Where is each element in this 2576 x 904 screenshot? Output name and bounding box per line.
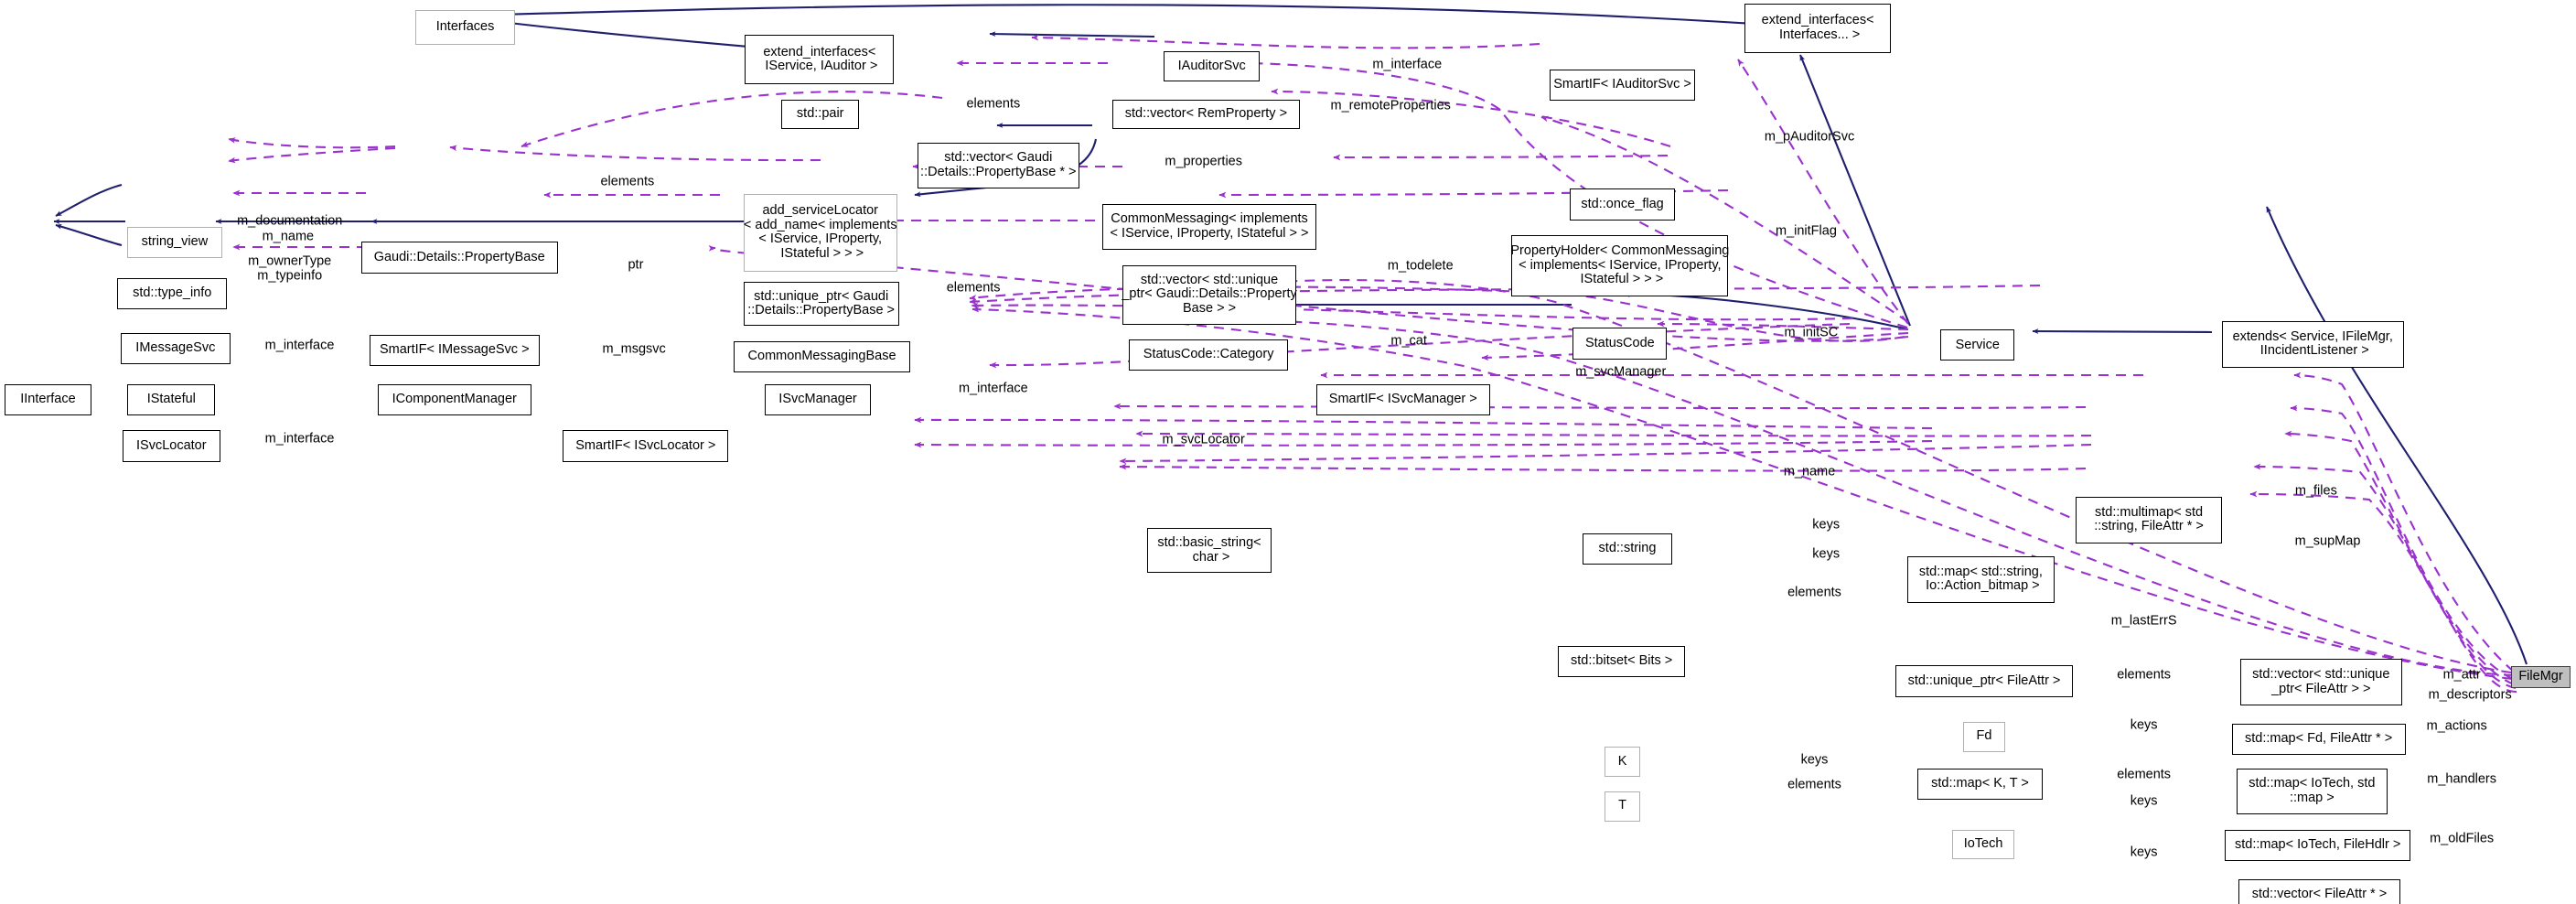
edge-label-m-name: m_name [1783, 464, 1836, 479]
class-node-filemgr: FileMgr [2511, 666, 2571, 688]
edge-label-m-svcmanager: m_svcManager [1575, 364, 1667, 380]
edge-label-keys: keys [1800, 752, 1829, 768]
class-node-basic-string[interactable]: std::basic_string< char > [1147, 528, 1272, 574]
edge-label-ptr: ptr [628, 257, 644, 273]
edge-label-m-msgsvc: m_msgsvc [602, 341, 666, 357]
class-node-smartif-iauditor[interactable]: SmartIF< IAuditorSvc > [1549, 70, 1696, 102]
class-node-smartif-isvcloc[interactable]: SmartIF< ISvcLocator > [563, 430, 729, 462]
edge-label-m-interface: m_interface [958, 381, 1028, 396]
class-node-t-param[interactable]: T [1604, 791, 1641, 822]
edge-label-m-supmap: m_supMap [2294, 533, 2361, 549]
class-node-k-param[interactable]: K [1604, 747, 1641, 777]
edge-label-elements: elements [1787, 777, 1841, 792]
class-node-map-k-t[interactable]: std::map< K, T > [1916, 768, 2044, 800]
class-node-smartif-isvcmgr[interactable]: SmartIF< ISvcManager > [1315, 383, 1490, 416]
edge-label-m-ownertype: m_ownerType [248, 253, 332, 269]
class-node-std-type-info[interactable]: std::type_info [117, 278, 227, 310]
class-node-bitset-bits[interactable]: std::bitset< Bits > [1557, 645, 1686, 678]
edge-label-m-svclocator: m_svcLocator [1162, 432, 1245, 447]
edge-label-m-interface: m_interface [264, 431, 335, 447]
edge-label-m-initsc: m_initSC [1784, 325, 1839, 340]
edge-label-m-todelete: m_todelete [1387, 258, 1454, 274]
edge-label-m-documentation: m_documentation [237, 213, 343, 229]
class-node-uptr-fileattr[interactable]: std::unique_ptr< FileAttr > [1895, 665, 2073, 697]
class-node-extend-isvc-iaud[interactable]: extend_interfaces< IService, IAuditor > [745, 35, 895, 85]
class-node-interfaces[interactable]: Interfaces [415, 9, 515, 45]
edge-label-keys: keys [1812, 517, 1841, 533]
class-node-iotech[interactable]: IoTech [1951, 829, 2015, 860]
class-node-propertyholder[interactable]: PropertyHolder< CommonMessaging < implem… [1510, 234, 1729, 296]
class-node-std-pair[interactable]: std::pair [781, 99, 860, 130]
class-node-vec-remproperty[interactable]: std::vector< RemProperty > [1112, 99, 1300, 130]
edge-label-m-cat: m_cat [1390, 333, 1427, 349]
edge-label-elements: elements [1787, 585, 1841, 600]
class-node-vec-fileattr-ptr[interactable]: std::vector< FileAttr * > [2238, 878, 2401, 904]
class-node-istateful[interactable]: IStateful [127, 383, 216, 416]
edge-label-m-interface: m_interface [264, 338, 335, 353]
class-node-uptr-gaudi-propb[interactable]: std::unique_ptr< Gaudi ::Details::Proper… [743, 281, 899, 327]
edge-label-keys: keys [2130, 845, 2158, 860]
class-node-iauditorsvc[interactable]: IAuditorSvc [1164, 51, 1261, 81]
edge-label-m-actions: m_actions [2426, 718, 2487, 734]
class-node-iinterface[interactable]: IInterface [5, 383, 91, 416]
edge-label-m-name: m_name [262, 229, 315, 244]
class-node-imessagesvc[interactable]: IMessageSvc [121, 332, 231, 365]
class-node-vec-uptr-gaudi[interactable]: std::vector< std::unique _ptr< Gaudi::De… [1122, 264, 1297, 325]
class-node-isvcmanager[interactable]: ISvcManager [765, 383, 871, 416]
class-node-add-servicelocator[interactable]: add_serviceLocator < add_name< implement… [743, 193, 897, 272]
edge-label-keys: keys [1812, 546, 1841, 562]
edge-label-elements: elements [2117, 767, 2172, 782]
class-node-map-iotech-hdlr[interactable]: std::map< IoTech, FileHdlr > [2225, 829, 2411, 861]
class-node-std-string[interactable]: std::string [1583, 533, 1672, 565]
edge-label-m-handlers: m_handlers [2427, 771, 2497, 787]
class-node-multimap-str-fa[interactable]: std::multimap< std ::string, FileAttr * … [2076, 496, 2222, 543]
class-node-service[interactable]: Service [1940, 329, 2015, 361]
class-node-smartif-imsgsvc[interactable]: SmartIF< IMessageSvc > [369, 334, 540, 366]
edge-label-m-oldfiles: m_oldFiles [2430, 831, 2495, 846]
class-node-statuscode-cat[interactable]: StatusCode::Category [1129, 339, 1288, 371]
edge-label-m-interface: m_interface [1372, 57, 1443, 72]
edge-label-m-properties: m_properties [1165, 154, 1242, 169]
class-node-commonmessaging[interactable]: CommonMessaging< implements < IService, … [1102, 203, 1316, 251]
class-node-icomponentmanager[interactable]: IComponentManager [377, 383, 531, 416]
edge-label-keys: keys [2130, 717, 2158, 733]
edge-label-elements: elements [946, 280, 1001, 296]
class-node-statuscode[interactable]: StatusCode [1572, 328, 1668, 360]
edge-label-m-remoteproperties: m_remoteProperties [1330, 98, 1451, 113]
class-node-fd[interactable]: Fd [1963, 721, 2005, 752]
class-node-map-str-action[interactable]: std::map< std::string, Io::Action_bitmap… [1906, 556, 2055, 603]
class-node-vec-uptr-fileattr[interactable]: std::vector< std::unique _ptr< FileAttr … [2239, 659, 2402, 705]
class-node-gaudi-propertybase[interactable]: Gaudi::Details::PropertyBase [360, 242, 558, 274]
edge-label-elements: elements [2117, 667, 2172, 683]
edge-label-m-initflag: m_initFlag [1776, 223, 1837, 239]
edge-label-m-descriptors: m_descriptors [2428, 687, 2512, 703]
edge-label-elements: elements [600, 174, 655, 189]
class-node-map-iotech-map[interactable]: std::map< IoTech, std ::map > [2236, 768, 2388, 815]
edge-label-m-attr: m_attr [2442, 667, 2481, 683]
class-node-std-once-flag[interactable]: std::once_flag [1569, 188, 1676, 221]
class-node-map-fd-fileattr[interactable]: std::map< Fd, FileAttr * > [2231, 723, 2406, 756]
edge-label-keys: keys [2130, 793, 2158, 809]
class-node-extend-ifaces[interactable]: extend_interfaces< Interfaces... > [1744, 3, 1891, 53]
edge-label-m-typeinfo: m_typeinfo [257, 268, 323, 284]
class-node-extends-service[interactable]: extends< Service, IFileMgr, IIncidentLis… [2221, 321, 2404, 368]
edge-label-elements: elements [966, 96, 1021, 112]
edge-label-m-lasterrs: m_lastErrS [2110, 613, 2177, 629]
class-node-isvclocator[interactable]: ISvcLocator [122, 430, 220, 462]
edge-label-m-pauditorsvc: m_pAuditorSvc [1764, 129, 1855, 145]
class-node-vec-gaudi-propb[interactable]: std::vector< Gaudi ::Details::PropertyBa… [917, 142, 1079, 189]
class-node-commonmsgbase[interactable]: CommonMessagingBase [733, 340, 911, 373]
edge-label-m-files: m_files [2294, 483, 2337, 499]
class-node-string-view[interactable]: string_view [127, 226, 222, 259]
